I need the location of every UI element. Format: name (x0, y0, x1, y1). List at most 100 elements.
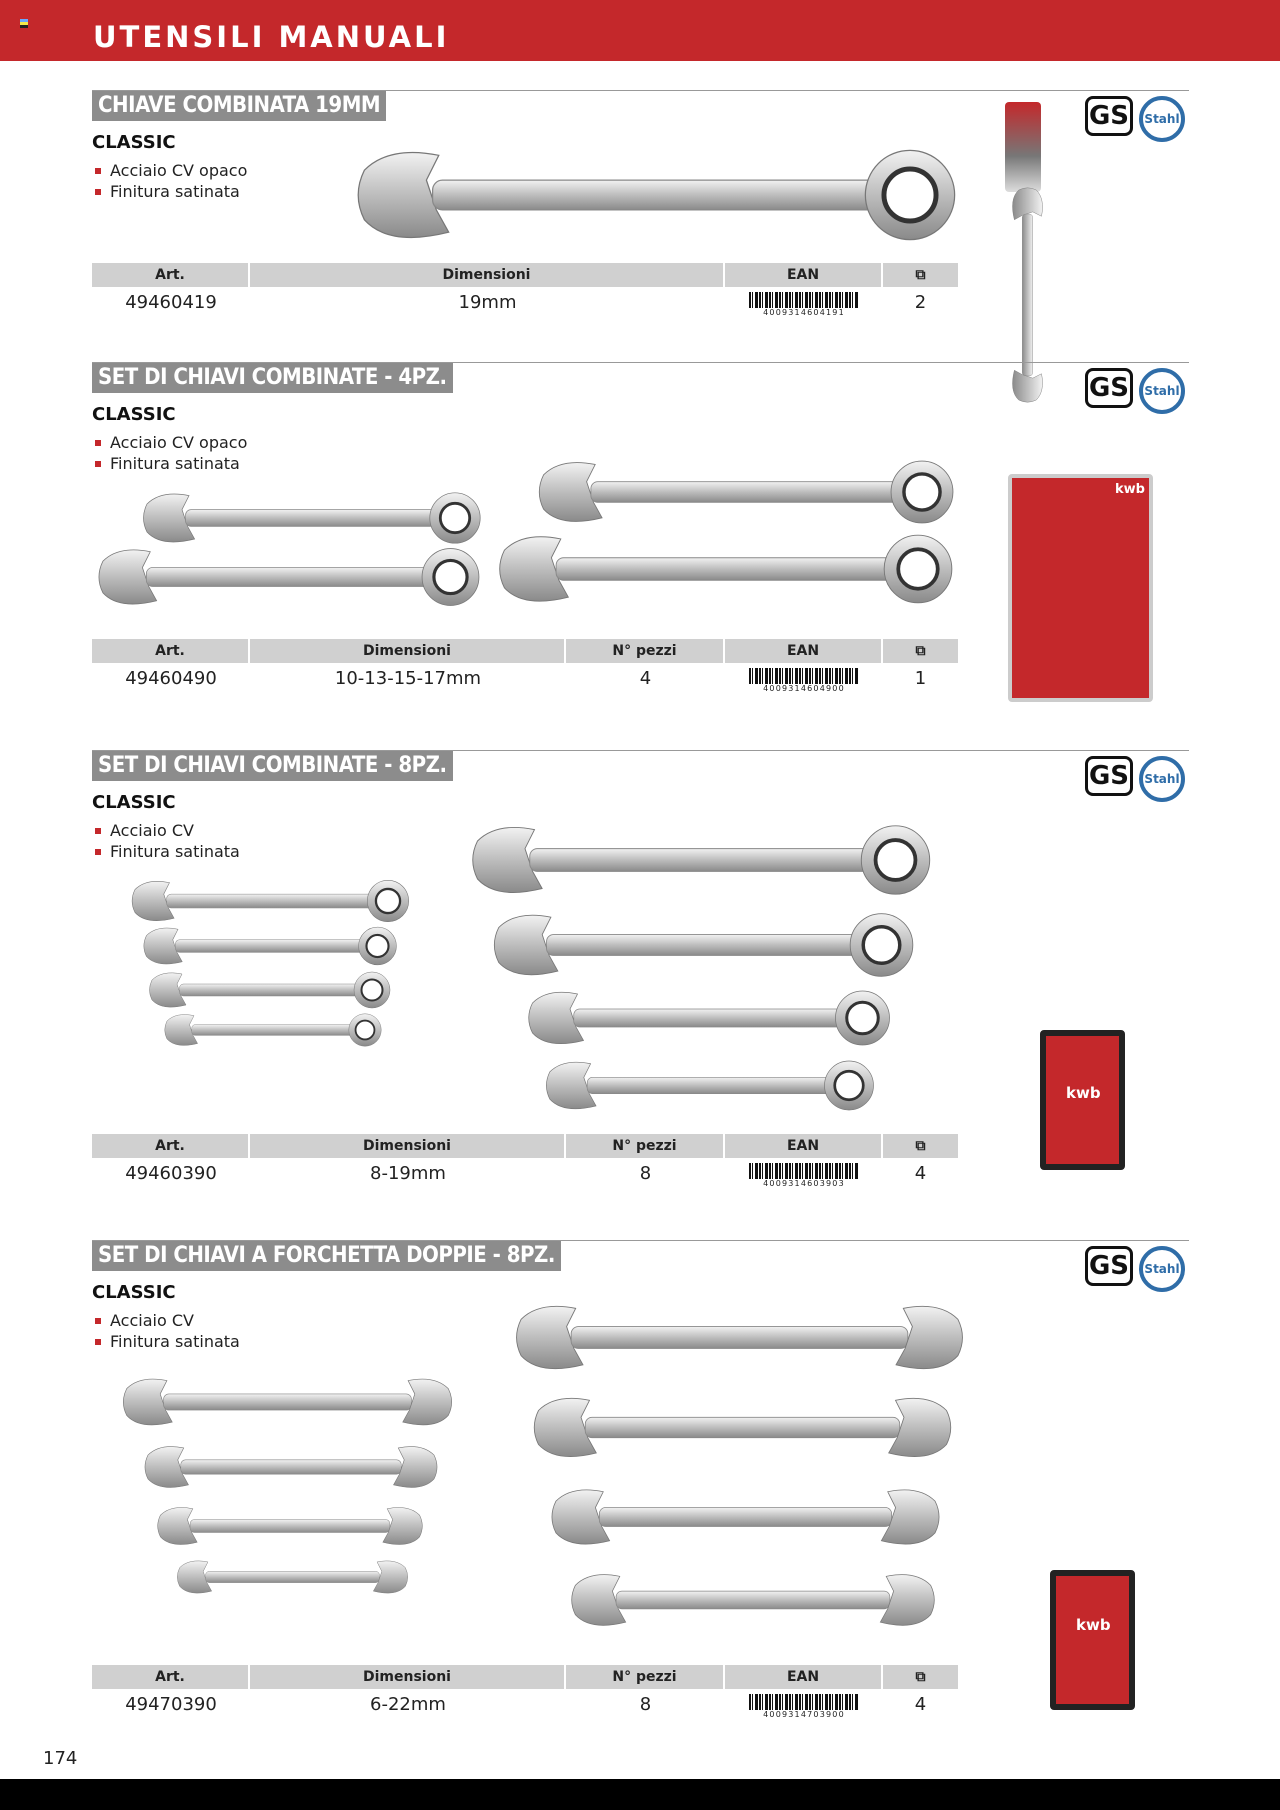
product-title: CHIAVE COMBINATA 19MM (92, 91, 387, 121)
table-header: Art. Dimensioni N° pezzi EAN ⧉ (92, 639, 958, 663)
col-art: Art. (92, 639, 250, 663)
dimension: 19mm (458, 292, 517, 313)
pack-qty: 2 (914, 292, 927, 313)
certification-logos: GS Stahl (1085, 1246, 1185, 1292)
certification-logos: GS Stahl (1085, 756, 1185, 802)
stahl-icon: Stahl (1139, 96, 1185, 142)
ean-number: 4009314604191 (749, 308, 859, 317)
brand-logo: kwb (1066, 1084, 1101, 1102)
feature-item: Acciaio CV opaco (92, 432, 247, 453)
product-package-image: kwb (1008, 474, 1153, 702)
ean-barcode: 4009314703900 (725, 1690, 883, 1720)
col-dimensioni: Dimensioni (250, 1665, 566, 1689)
feature-list: Acciaio CV Finitura satinata (92, 1310, 240, 1352)
package-icon: ⧉ (915, 1138, 926, 1154)
dimension: 8-19mm (370, 1163, 446, 1184)
pieces: 8 (639, 1163, 652, 1184)
wrench-image (1012, 187, 1043, 403)
ean-barcode: 4009314604900 (725, 664, 883, 694)
dimension: 10-13-15-17mm (334, 668, 482, 689)
divider (92, 750, 1189, 751)
feature-list: Acciaio CV Finitura satinata (92, 820, 240, 862)
wrench-image (144, 1446, 438, 1488)
brand-logo: kwb (1076, 1616, 1111, 1634)
col-art: Art. (92, 1134, 250, 1158)
table-row: 49460490 10-13-15-17mm 4 4009314604900 1 (92, 664, 958, 694)
page-number: 174 (43, 1748, 78, 1769)
stahl-icon: Stahl (1139, 1246, 1185, 1292)
wrench-image (97, 546, 481, 608)
pack-qty: 4 (914, 1694, 927, 1715)
feature-list: Acciaio CV opaco Finitura satinata (92, 160, 247, 202)
product-title: SET DI CHIAVI A FORCHETTA DOPPIE - 8PZ. (92, 1241, 561, 1271)
feature-item: Acciaio CV (92, 1310, 240, 1331)
divider (92, 362, 1189, 363)
table-row: 49460390 8-19mm 8 4009314603903 4 (92, 1159, 958, 1189)
wrench-image (571, 1574, 935, 1626)
dimension: 6-22mm (370, 1694, 446, 1715)
col-dimensioni: Dimensioni (250, 1134, 566, 1158)
table-row: 49470390 6-22mm 8 4009314703900 4 (92, 1690, 958, 1720)
divider (92, 90, 1189, 91)
wrench-image (527, 989, 891, 1047)
product-line: CLASSIC (92, 132, 176, 153)
col-art: Art. (92, 263, 250, 287)
divider (92, 1240, 1189, 1241)
certification-logos: GS Stahl (1085, 96, 1185, 142)
art-number: 49460390 (125, 1163, 217, 1184)
brand-logo: kwb (1115, 482, 1145, 497)
table-header: Art. Dimensioni N° pezzi EAN ⧉ (92, 1134, 958, 1158)
gs-certification-icon: GS (1085, 96, 1133, 136)
col-dimensioni: Dimensioni (250, 263, 725, 287)
product-title: SET DI CHIAVI COMBINATE - 8PZ. (92, 751, 453, 781)
table-header: Art. Dimensioni N° pezzi EAN ⧉ (92, 1665, 958, 1689)
feature-item: Acciaio CV opaco (92, 160, 247, 181)
pack-qty: 1 (914, 668, 927, 689)
col-ean: EAN (725, 1134, 883, 1158)
col-pezzi: N° pezzi (566, 1665, 725, 1689)
ean-number: 4009314604900 (749, 684, 859, 693)
wrench-image (551, 1489, 940, 1545)
art-number: 49460490 (125, 668, 217, 689)
feature-list: Acciaio CV opaco Finitura satinata (92, 432, 247, 474)
pieces: 4 (639, 668, 652, 689)
col-dimensioni: Dimensioni (250, 639, 566, 663)
col-ean: EAN (725, 1665, 883, 1689)
wrench-image (122, 1378, 453, 1426)
stahl-icon: Stahl (1139, 756, 1185, 802)
page-header: UTENSILI MANUALI (0, 0, 1280, 61)
flag-icon (20, 19, 28, 28)
wrench-image (515, 1305, 964, 1370)
ean-barcode: 4009314603903 (725, 1159, 883, 1189)
wrench-image (142, 925, 398, 967)
package-icon: ⧉ (915, 267, 926, 283)
art-number: 49470390 (125, 1694, 217, 1715)
footer-bar (0, 1779, 1280, 1810)
ean-number: 4009314703900 (749, 1710, 859, 1719)
gs-certification-icon: GS (1085, 1246, 1133, 1286)
art-number: 49460419 (125, 292, 217, 313)
package-icon: ⧉ (915, 643, 926, 659)
wrench-image (148, 970, 392, 1010)
gs-certification-icon: GS (1085, 756, 1133, 796)
feature-item: Finitura satinata (92, 453, 247, 474)
wrench-image (470, 823, 932, 897)
ean-barcode: 4009314604191 (725, 288, 883, 318)
feature-item: Acciaio CV (92, 820, 240, 841)
wrench-image (130, 879, 410, 923)
col-art: Art. (92, 1665, 250, 1689)
wrench-image (492, 911, 915, 979)
wrench-image (352, 145, 972, 245)
feature-item: Finitura satinata (92, 841, 240, 862)
table-row: 49460419 19mm 4009314604191 2 (92, 288, 958, 318)
wrench-image (497, 533, 954, 605)
product-package-image (1005, 102, 1041, 192)
package-icon: ⧉ (915, 1669, 926, 1685)
col-ean: EAN (725, 639, 883, 663)
product-line: CLASSIC (92, 1282, 176, 1303)
product-title: SET DI CHIAVI COMBINATE - 4PZ. (92, 363, 453, 393)
table-header: Art. Dimensioni EAN ⧉ (92, 263, 958, 287)
feature-item: Finitura satinata (92, 1331, 240, 1352)
product-package-image: kwb (1040, 1030, 1125, 1170)
col-ean: EAN (725, 263, 883, 287)
